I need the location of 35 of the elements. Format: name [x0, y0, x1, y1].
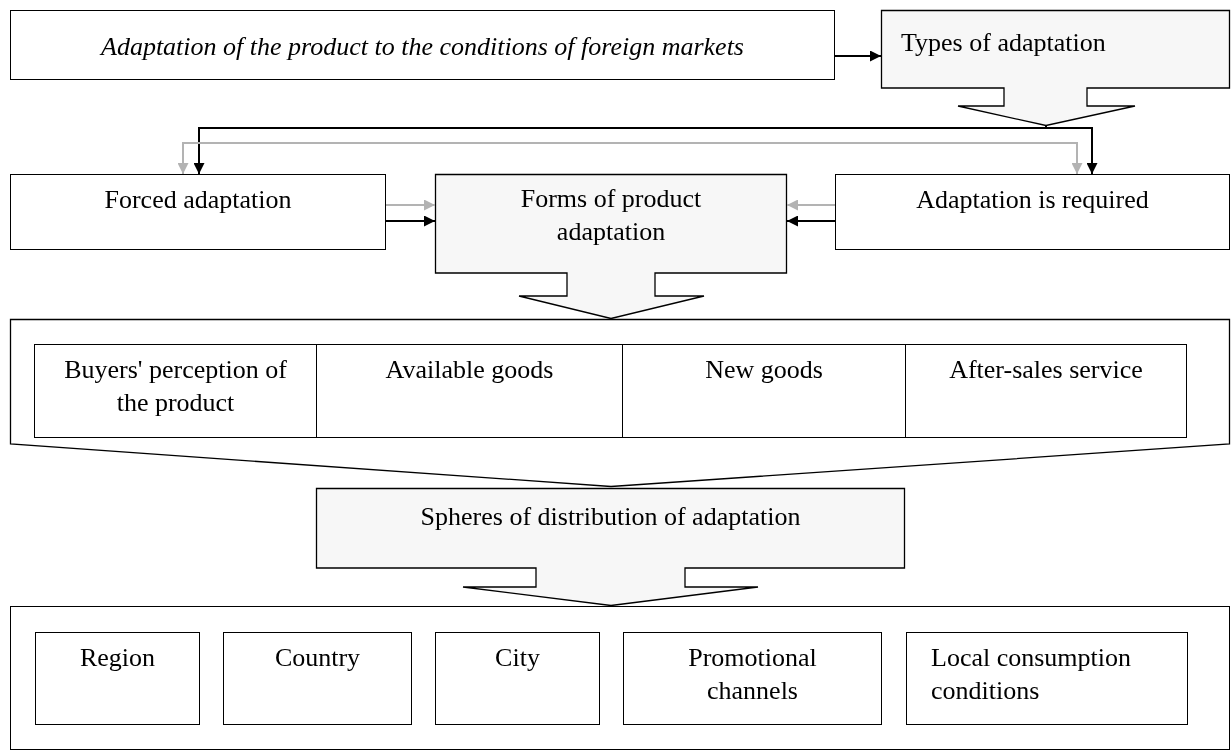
connector-arrow — [1045, 125, 1098, 175]
box-text: Buyers' perception of the product — [63, 354, 288, 419]
process-box — [10, 174, 386, 250]
connector-arrow — [385, 215, 436, 227]
box-text: Region — [79, 642, 156, 674]
box-text: City — [495, 642, 540, 674]
callout-arrow-box — [435, 174, 787, 319]
connector-arrow — [786, 215, 836, 227]
form-cell — [34, 344, 317, 438]
group-box — [10, 606, 1230, 750]
connector-arrow — [193, 125, 1047, 175]
connector-arrow — [177, 142, 1083, 175]
form-cell — [622, 344, 906, 438]
connector-arrow — [834, 50, 882, 62]
group-funnel-box — [10, 319, 1230, 487]
box-text: New goods — [705, 354, 823, 386]
box-text: Types of adaptation — [901, 27, 1106, 59]
form-cell — [905, 344, 1187, 438]
box-text: After-sales service — [949, 354, 1143, 386]
box-text: Country — [274, 642, 361, 674]
box-text: Adaptation of the product to the conditions of foreign markets — [101, 30, 744, 63]
callout-arrow-box — [316, 488, 905, 606]
box-text: Available goods — [385, 354, 554, 386]
form-cell — [316, 344, 623, 438]
box-text: Forced adaptation — [104, 184, 292, 216]
box-text: Adaptation is required — [916, 184, 1149, 216]
title-box — [10, 10, 835, 80]
process-box — [835, 174, 1230, 250]
box-text: Promotional channels — [687, 642, 818, 707]
connector-arrow — [786, 199, 836, 211]
connector-arrow — [385, 199, 436, 211]
callout-arrow-box — [881, 10, 1230, 126]
box-text: Forms of product adaptation — [519, 183, 703, 248]
box-text: Spheres of distribution of adaptation — [420, 501, 801, 533]
box-text: Local consumption conditions — [931, 642, 1132, 707]
